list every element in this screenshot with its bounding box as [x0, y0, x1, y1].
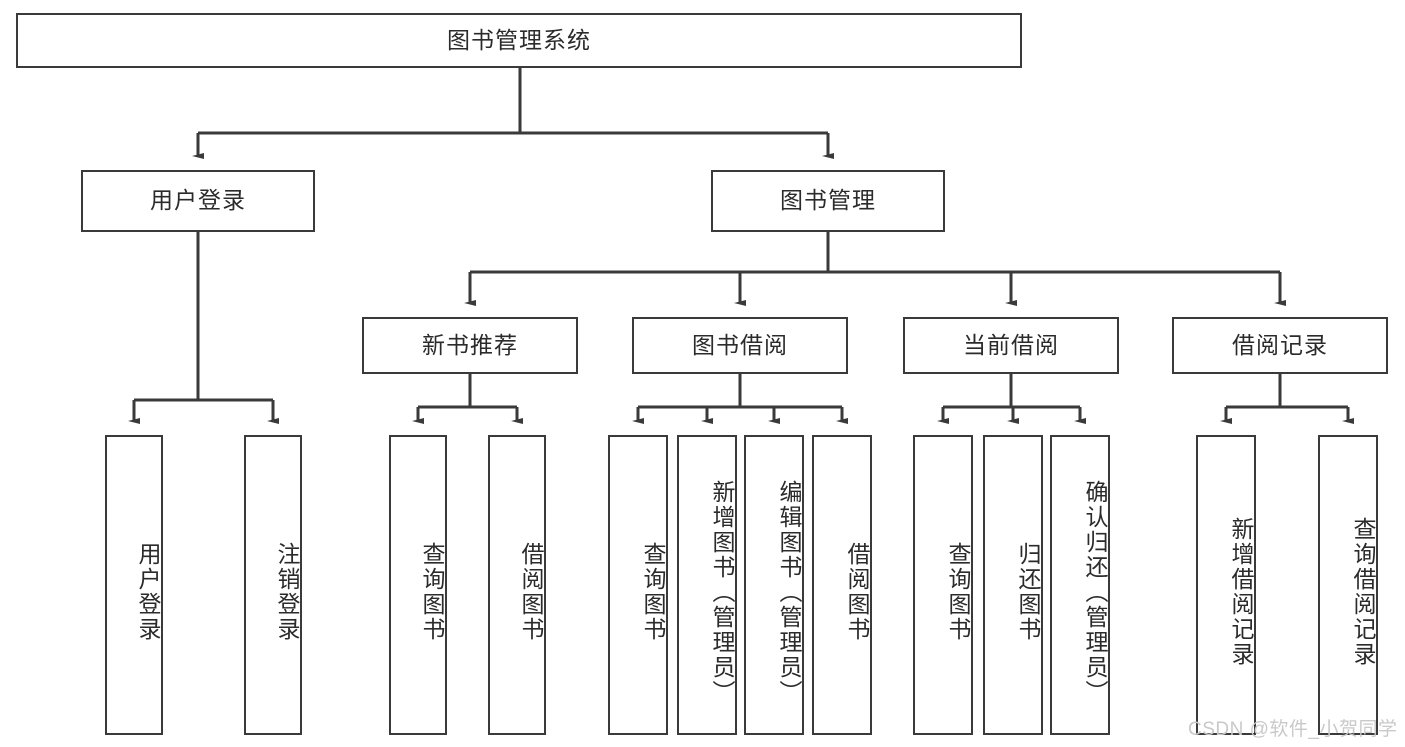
- node-user-login-label: 用户登录: [150, 187, 246, 214]
- node-new-book-recommend[interactable]: 新书推荐: [362, 317, 578, 374]
- node-leaf-edit-book-admin-label: 编辑图书（管理员）: [776, 479, 802, 705]
- node-leaf-query-book-recommend[interactable]: 查询图书: [389, 435, 447, 735]
- node-book-borrow-label: 图书借阅: [692, 331, 788, 358]
- node-leaf-query-borrow-record[interactable]: 查询借阅记录: [1318, 435, 1378, 735]
- node-leaf-query-book-recommend-label: 查询图书: [419, 542, 445, 642]
- node-leaf-return-book[interactable]: 归还图书: [983, 435, 1043, 735]
- watermark: CSDN @软件_小贺同学: [1188, 719, 1398, 740]
- node-leaf-query-book-current[interactable]: 查询图书: [913, 435, 973, 735]
- node-book-manage-label: 图书管理: [780, 187, 876, 214]
- node-leaf-return-book-label: 归还图书: [1015, 542, 1041, 642]
- node-borrow-record-label: 借阅记录: [1232, 331, 1328, 358]
- node-book-borrow[interactable]: 图书借阅: [632, 317, 848, 374]
- node-leaf-add-book-admin[interactable]: 新增图书（管理员）: [677, 435, 737, 735]
- node-user-login[interactable]: 用户登录: [81, 170, 315, 232]
- node-leaf-add-borrow-record-label: 新增借阅记录: [1228, 517, 1254, 667]
- node-leaf-query-borrow-record-label: 查询借阅记录: [1350, 517, 1376, 667]
- node-leaf-confirm-return-admin[interactable]: 确认归还（管理员）: [1050, 435, 1110, 735]
- node-leaf-borrow-book[interactable]: 借阅图书: [812, 435, 872, 735]
- node-borrow-record[interactable]: 借阅记录: [1172, 317, 1388, 374]
- node-leaf-logout-login-label: 注销登录: [274, 542, 300, 642]
- node-leaf-user-login-label: 用户登录: [135, 542, 161, 642]
- node-leaf-borrow-book-label: 借阅图书: [844, 542, 870, 642]
- node-leaf-add-borrow-record[interactable]: 新增借阅记录: [1196, 435, 1256, 735]
- node-new-book-recommend-label: 新书推荐: [422, 331, 518, 358]
- node-root-label: 图书管理系统: [447, 26, 591, 53]
- node-leaf-query-book-current-label: 查询图书: [945, 542, 971, 642]
- node-leaf-add-book-admin-label: 新增图书（管理员）: [709, 479, 735, 705]
- node-leaf-query-book-borrow-label: 查询图书: [640, 542, 666, 642]
- node-leaf-confirm-return-admin-label: 确认归还（管理员）: [1082, 479, 1108, 705]
- node-leaf-logout-login[interactable]: 注销登录: [244, 435, 302, 735]
- node-leaf-borrow-book-recommend-label: 借阅图书: [518, 542, 544, 642]
- node-book-manage[interactable]: 图书管理: [711, 170, 945, 232]
- node-leaf-user-login[interactable]: 用户登录: [105, 435, 163, 735]
- node-leaf-query-book-borrow[interactable]: 查询图书: [608, 435, 668, 735]
- node-root[interactable]: 图书管理系统: [16, 13, 1022, 68]
- node-leaf-edit-book-admin[interactable]: 编辑图书（管理员）: [744, 435, 804, 735]
- node-current-borrow[interactable]: 当前借阅: [903, 317, 1119, 374]
- node-current-borrow-label: 当前借阅: [963, 331, 1059, 358]
- node-leaf-borrow-book-recommend[interactable]: 借阅图书: [488, 435, 546, 735]
